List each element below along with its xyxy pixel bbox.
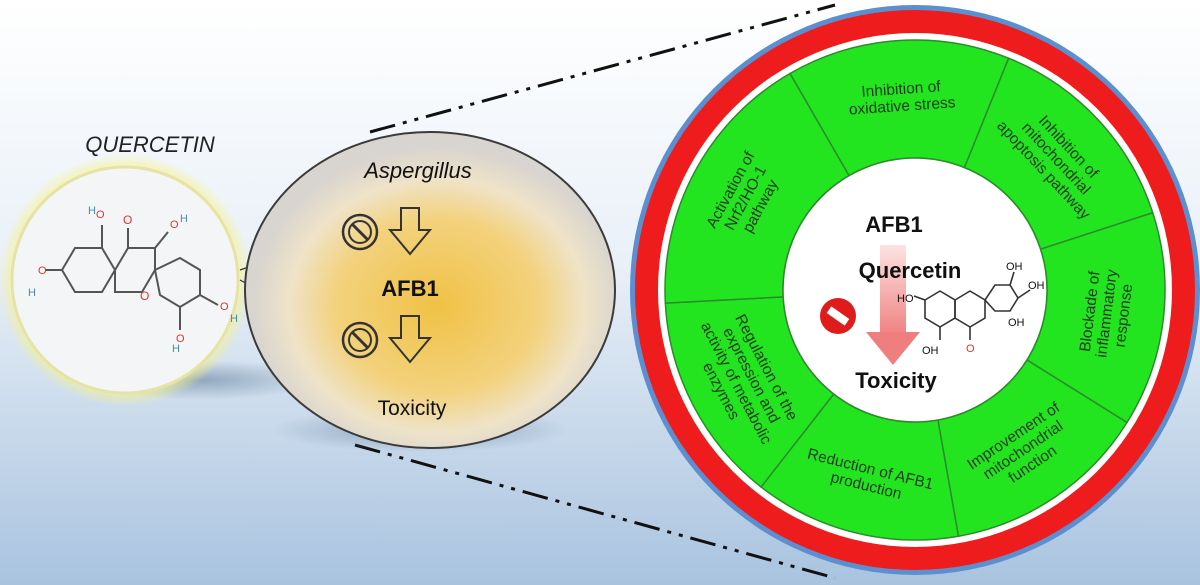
mechanism-wheel: Inhibition ofoxidative stressInhibition … [630, 5, 1200, 575]
svg-text:H: H [230, 313, 238, 325]
molecule-atom-labels: O O [123, 213, 149, 303]
wheel-segment-label-oxidative-stress: Inhibition ofoxidative stress [847, 77, 956, 118]
zoom-lines [354, 3, 836, 580]
prohibition-icon [341, 321, 379, 359]
quercetin-structure-icon [45, 225, 219, 330]
down-arrow-icon [387, 315, 433, 364]
ring-oxygen-label: O [140, 289, 149, 303]
molecule-circle [10, 165, 240, 395]
wheel-segment-label-line: Inhibition of [861, 78, 942, 101]
mold-dish [244, 131, 616, 449]
svg-text:O: O [96, 209, 105, 221]
ketone-oxygen-label: O [123, 213, 132, 227]
wheel-center: AFB1 Quercetin Toxicity OH OH [820, 212, 1045, 393]
aspergillus-label: Aspergillus [362, 158, 472, 183]
down-arrow-icon [387, 207, 433, 256]
svg-text:O: O [220, 301, 229, 313]
mold-panel: Aspergillus AFB1 Toxicity [244, 131, 616, 452]
afb1-label: AFB1 [381, 276, 438, 301]
svg-text:H: H [180, 213, 188, 225]
center-molecule-labels: OH OH HO OH OH O [897, 261, 1045, 357]
svg-text:H: H [88, 205, 96, 217]
svg-text:OH: OH [1028, 280, 1045, 292]
center-arrow-shaft [880, 245, 906, 337]
center-down-arrow-icon [866, 332, 920, 365]
svg-text:HO: HO [897, 293, 914, 305]
svg-text:OH: OH [1006, 261, 1023, 273]
wheel-segments: Inhibition ofoxidative stressInhibition … [664, 39, 1166, 541]
toxicity-label: Toxicity [378, 397, 447, 420]
quercetin-title: QUERCETIN [85, 132, 215, 157]
svg-text:OH: OH [922, 345, 939, 357]
center-quercetin-label: Quercetin [859, 258, 962, 283]
svg-text:O: O [170, 219, 179, 231]
wheel-center-disc [782, 157, 1048, 423]
svg-text:O: O [966, 343, 975, 355]
svg-text:O: O [176, 333, 185, 345]
center-afb1-label: AFB1 [865, 212, 922, 237]
center-prohibition-icon [820, 298, 856, 334]
center-toxicity-label: Toxicity [855, 368, 937, 393]
center-quercetin-structure-icon [913, 271, 1031, 340]
prohibition-icon [341, 213, 379, 251]
svg-text:H: H [28, 287, 36, 299]
svg-text:H: H [172, 343, 180, 355]
svg-text:O: O [38, 265, 47, 277]
svg-text:OH: OH [1008, 317, 1025, 329]
